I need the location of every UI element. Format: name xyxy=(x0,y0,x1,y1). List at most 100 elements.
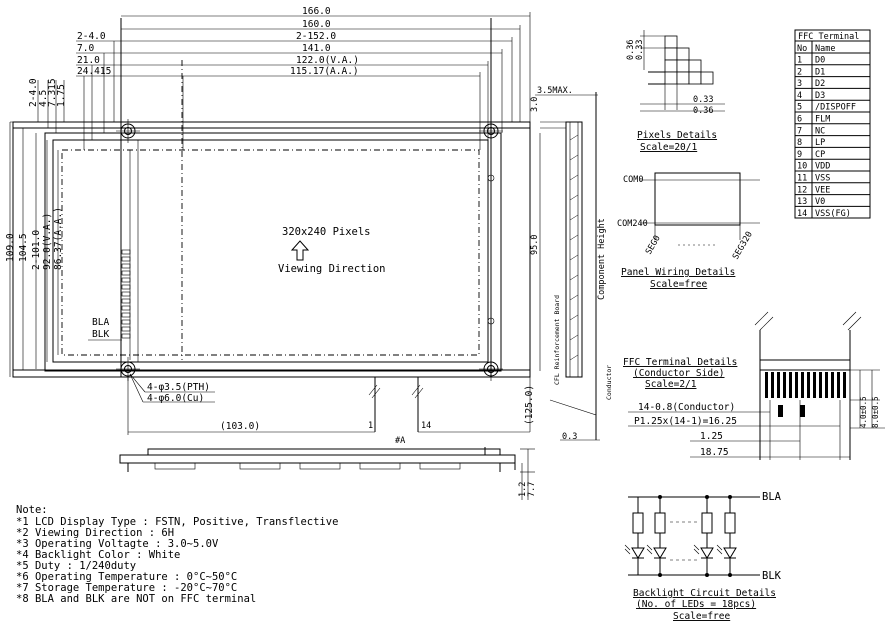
ffc-conductor-bar xyxy=(819,372,822,398)
dim-152: 2-152.0 xyxy=(296,31,336,42)
cfl-board-label: CFL Reinforcement Board xyxy=(553,295,561,385)
led-icon xyxy=(631,547,645,559)
seg0-label: SEG0 xyxy=(644,234,663,257)
ffc-conductor-bar xyxy=(843,372,846,398)
note-8: *8 BLA and BLK are NOT on FFC terminal xyxy=(16,593,256,605)
ffc-row-no: 10 xyxy=(797,162,807,172)
side-hatch xyxy=(569,134,579,361)
backlight-bla-label: BLA xyxy=(762,491,782,503)
ffc-row-no: 2 xyxy=(797,67,802,77)
top-dimensions: 166.0 160.0 2-152.0 141.0 122.0(V.A.) 11… xyxy=(76,6,531,150)
pixels-details: 0.36 0.33 0.33 0.36 Pixels Details Scale… xyxy=(626,30,725,153)
ffc-row-name: /DISPOFF xyxy=(815,103,856,113)
ffc-col-name: Name xyxy=(815,44,835,54)
dim-pix-036b: 0.36 xyxy=(693,106,713,116)
dim-pix-033a: 0.33 xyxy=(635,40,645,60)
note-5: *5 Duty : 1/240duty xyxy=(16,560,136,572)
ffc-conductor-bar xyxy=(777,372,780,398)
dim-125: (125.0) xyxy=(524,385,535,425)
ffc-conductor-bar xyxy=(771,372,774,398)
dim-7: 7.0 xyxy=(77,43,94,54)
ffc-row-no: 12 xyxy=(797,185,807,195)
ffc-dim-1-25: 1.25 xyxy=(700,431,723,442)
dim-3: 3.0 xyxy=(530,97,540,112)
dim-v-7-3: 7.315 xyxy=(47,78,58,107)
ffc-row-no: 4 xyxy=(797,91,802,101)
dim-103: (103.0) xyxy=(220,421,260,432)
ffc-row-name: LP xyxy=(815,138,825,148)
ffc-row-name: VEE xyxy=(815,185,830,195)
ffc-conductor-bar xyxy=(801,372,804,398)
mounting-hole-br xyxy=(479,357,503,381)
dim-v-2-4: 2-4.0 xyxy=(28,78,39,107)
pixels-details-scale: Scale=20/1 xyxy=(640,142,697,153)
ffc-row-no: 5 xyxy=(797,103,802,113)
ffc-row-no: 13 xyxy=(797,197,807,207)
backlight-title: Backlight Circuit Details xyxy=(633,588,776,599)
note-2: *2 Viewing Direction : 6H xyxy=(16,527,174,539)
dim-160: 160.0 xyxy=(302,19,331,30)
note-1: *1 LCD Display Type : FSTN, Positive, Tr… xyxy=(16,516,338,528)
dim-2-4: 2-4.0 xyxy=(77,31,106,42)
backlight-scale: Scale=free xyxy=(673,611,730,622)
dim-7-7: 7.7 xyxy=(527,482,537,497)
backlight-circuit: BLA BLK Backlight Circuit Details (No. o… xyxy=(624,491,782,622)
ffc-row-no: 9 xyxy=(797,150,802,160)
note-4: *4 Backlight Color : White xyxy=(16,549,180,561)
backlight-sub: (No. of LEDs = 18pcs) xyxy=(636,599,756,610)
conductor-label: Conductor xyxy=(605,365,613,400)
blk-label: BLK xyxy=(92,329,109,340)
hole-cu-label: 4-φ6.0(Cu) xyxy=(147,393,204,404)
dim-v-4-5: 4.5 xyxy=(38,90,49,107)
ffc-conductor-bar xyxy=(795,372,798,398)
led-icon xyxy=(723,547,737,559)
component-height-label: Component Height xyxy=(597,218,607,300)
mounting-hole-tl xyxy=(116,119,140,143)
ffc-conductor-bar xyxy=(837,372,840,398)
ffc-conductor-bar xyxy=(807,372,810,398)
com240-label: COM240 xyxy=(617,219,648,229)
ffc-row-no: 1 xyxy=(797,56,802,66)
dim-101: 2-101.0 xyxy=(31,230,42,270)
ffc-row-name: D3 xyxy=(815,91,825,101)
ffc-conductor-bar xyxy=(789,372,792,398)
ffc-row-name: VSS xyxy=(815,174,830,184)
ffc-row-name: FLM xyxy=(815,115,830,125)
view-direction-label: Viewing Direction xyxy=(278,263,385,275)
led-pads xyxy=(121,249,131,339)
ffc-row-name: NC xyxy=(815,126,825,136)
ffc-table-title: FFC Terminal xyxy=(798,32,859,42)
hole-pth-label: 4-φ3.5(PTH) xyxy=(147,382,210,393)
viewing-area xyxy=(52,139,489,363)
resistor-icon xyxy=(654,512,666,534)
ffc-conductor-bar xyxy=(783,372,786,398)
ffc-row-name: V0 xyxy=(815,197,825,207)
dim-86: 86.37(A.A.) xyxy=(53,207,64,270)
panel-wiring-scale: Scale=free xyxy=(650,279,707,290)
note-7: *7 Storage Temperature : -20°C~70°C xyxy=(16,582,237,594)
dim-0-3: 0.3 xyxy=(562,432,577,442)
ffc-dim-18-75: 18.75 xyxy=(700,447,729,458)
ffc-row-name: VDD xyxy=(815,162,830,172)
note-3: *3 Operating Voltagte : 3.0~5.0V xyxy=(16,538,219,550)
view-direction-arrow-icon xyxy=(290,240,310,261)
bla-label: BLA xyxy=(92,317,109,328)
pcb-outline xyxy=(12,121,531,378)
led-icon xyxy=(700,547,714,559)
ffc-conductor-bar xyxy=(831,372,834,398)
dim-109: 109.0 xyxy=(5,233,16,262)
resistor-icon xyxy=(724,512,736,534)
backlight-blk-label: BLK xyxy=(762,570,782,582)
seg320-label: SEG320 xyxy=(731,230,755,262)
ffc-details: FFC Terminal Details (Conductor Side) Sc… xyxy=(623,311,885,460)
resistor-icon xyxy=(632,512,644,534)
ffc-col-no: No xyxy=(797,44,807,54)
front-view: BLA BLK 320x240 Pixels Viewing Direction… xyxy=(12,18,531,446)
dim-v-1-75: 1.75 xyxy=(56,84,67,107)
active-area xyxy=(61,149,480,356)
left-dimensions: 109.0 104.5 2-101.0 92.0(V.A.) 86.37(A.A… xyxy=(5,78,67,377)
dim-3-5max: 3.5MAX. xyxy=(537,86,573,96)
ffc-row-no: 7 xyxy=(797,126,802,136)
